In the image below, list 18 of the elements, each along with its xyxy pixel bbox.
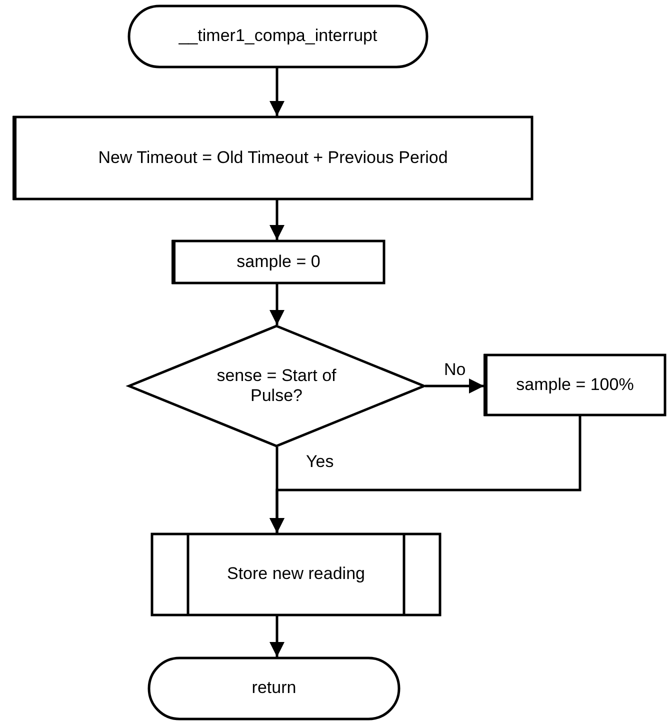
decision-diamond <box>128 325 425 447</box>
arrow <box>270 68 284 116</box>
arrow <box>270 200 284 240</box>
arrow <box>425 378 484 394</box>
arrow <box>270 284 284 325</box>
node-label: __timer1_compa_interrupt <box>178 26 378 47</box>
node-label: sample = 100% <box>516 374 634 396</box>
node-label: sense = Start of Pulse? <box>216 366 338 406</box>
subroutine-box <box>151 533 441 616</box>
node-label: return <box>252 678 296 699</box>
node-label: sample = 0 <box>236 252 320 272</box>
node-label: Store new reading <box>227 564 365 585</box>
process-box <box>172 240 385 284</box>
arrow <box>270 616 284 657</box>
arrow <box>270 416 582 533</box>
process-box <box>484 354 666 416</box>
node-label: New Timeout = Old Timeout + Previous Period <box>98 148 448 168</box>
process-box <box>13 116 533 200</box>
